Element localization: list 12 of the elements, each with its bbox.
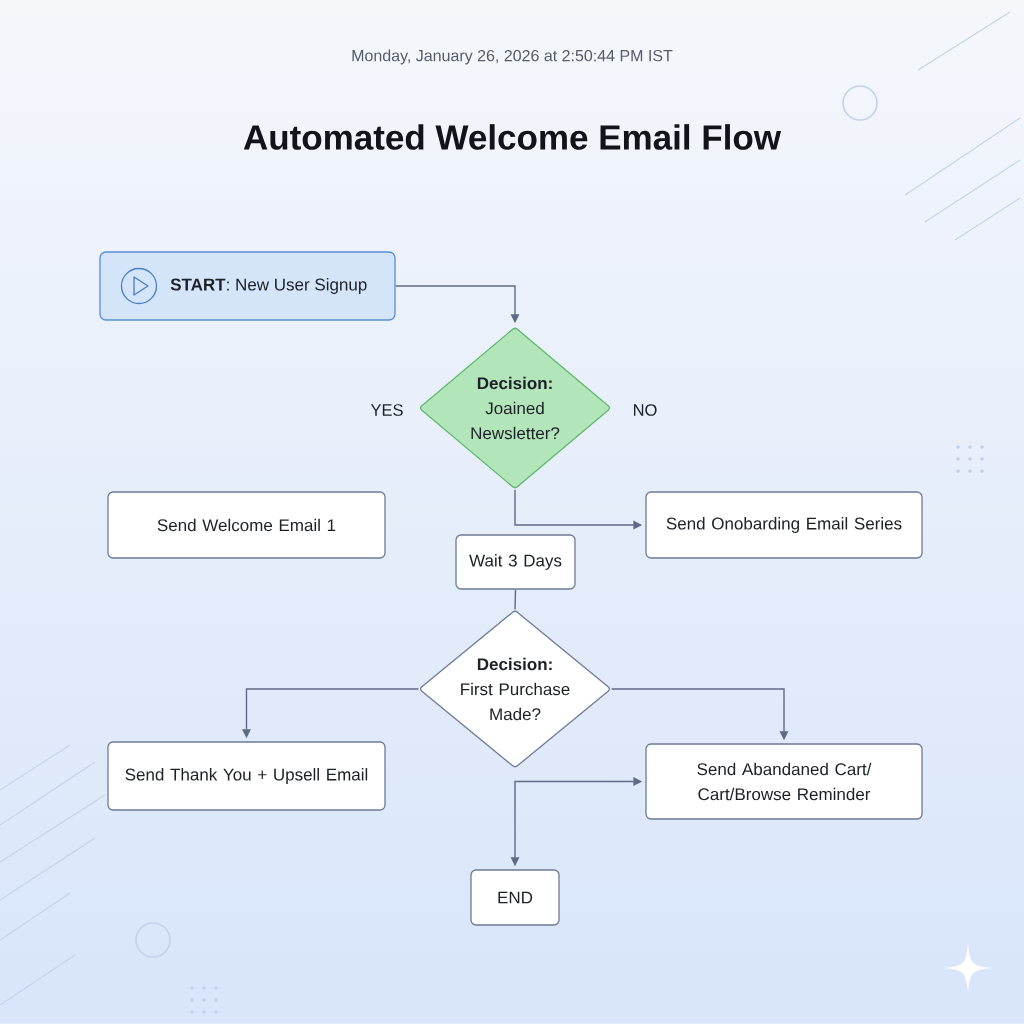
end-box: END: [470, 869, 560, 926]
branch-label: YES: [370, 404, 403, 416]
process-box: Send Welcome Email 1: [107, 491, 386, 559]
process-box: Wait 3 Days: [455, 534, 576, 590]
timestamp-text: Monday, January 26, 2026 at 2:50:44 PM IST: [352, 49, 673, 65]
title: Automated Welcome Email Flow: [243, 124, 782, 150]
connector-line: [514, 588, 517, 611]
process-box: Send Thank You + Upsell Email: [107, 741, 386, 811]
process-box: Send Abandaned Cart/ Cart/Browse Reminder: [645, 743, 923, 820]
start-box: START: New User Signup: [99, 251, 396, 321]
process-box: Send Onobarding Email Series: [645, 491, 923, 559]
branch-label: NO: [634, 404, 657, 416]
